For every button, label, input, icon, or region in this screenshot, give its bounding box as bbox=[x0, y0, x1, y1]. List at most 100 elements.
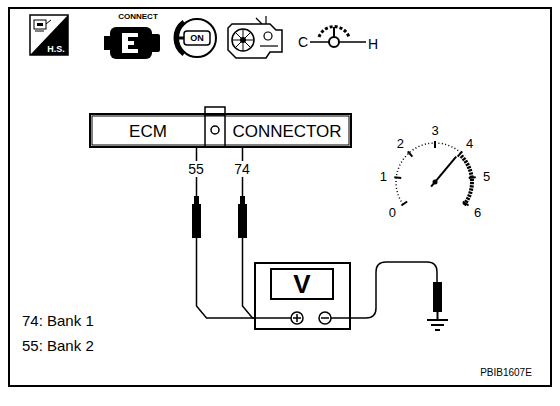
tachometer-part bbox=[396, 174, 398, 175]
ecm-connector-detail-part bbox=[224, 113, 226, 148]
engine-icon-part bbox=[256, 18, 262, 24]
gauge-mark: C bbox=[298, 35, 308, 49]
meter-terminals-part bbox=[296, 314, 298, 322]
tachometer-part bbox=[418, 145, 420, 147]
tachometer-part bbox=[433, 180, 438, 185]
tachometer-part bbox=[398, 197, 400, 199]
engine-icon-part bbox=[265, 16, 266, 24]
tachometer-part bbox=[432, 142, 433, 144]
hs-icon-part bbox=[37, 23, 43, 26]
tachometer-part bbox=[469, 188, 473, 190]
meter-terminals bbox=[254, 312, 331, 324]
tachometer-part bbox=[444, 144, 446, 146]
meter-terminals-part bbox=[254, 317, 291, 319]
bank-note: 55: Bank 2 bbox=[22, 338, 94, 353]
pin-number: 55 bbox=[186, 161, 206, 177]
tachometer-part bbox=[395, 184, 397, 185]
tachometer-part bbox=[470, 185, 474, 187]
tachometer-part bbox=[465, 161, 466, 163]
tachometer-part bbox=[438, 142, 439, 144]
tachometer-part bbox=[399, 164, 401, 166]
tachometer-part bbox=[448, 145, 450, 147]
meter-terminals-part bbox=[319, 312, 331, 324]
tachometer-part bbox=[469, 176, 476, 179]
tach-scale-number: 2 bbox=[397, 137, 404, 150]
tachometer-part bbox=[467, 164, 468, 166]
tach-scale-number: 5 bbox=[483, 169, 490, 182]
tachometer-part bbox=[421, 144, 423, 146]
ground-lead-part bbox=[431, 324, 444, 326]
connector-icon-part bbox=[122, 33, 138, 37]
engine-icon-part bbox=[235, 32, 251, 48]
tachometer-part bbox=[394, 176, 401, 179]
hs-icon-part bbox=[46, 20, 51, 24]
test-probe-part bbox=[192, 204, 201, 238]
hs-icon-part bbox=[30, 15, 68, 55]
icon-caption: H.S. bbox=[47, 45, 65, 54]
tach-scale-number: 4 bbox=[466, 137, 473, 150]
connector-label: CONNECTOR bbox=[232, 122, 341, 139]
hs-icon-part bbox=[30, 15, 68, 55]
test-probe-part bbox=[238, 204, 247, 238]
hs-icon-part bbox=[35, 31, 44, 32]
connector-icon-part bbox=[104, 36, 112, 50]
tachometer-part bbox=[468, 198, 469, 200]
tachometer-part bbox=[470, 182, 474, 184]
frame bbox=[9, 8, 551, 386]
temperature-gauge-icon-part bbox=[310, 41, 329, 43]
engine-icon-part bbox=[235, 32, 251, 48]
ground-lead-part bbox=[331, 262, 437, 318]
icon-caption: CONNECT bbox=[118, 13, 158, 21]
key-position: ON bbox=[190, 34, 204, 43]
tachometer-part bbox=[424, 143, 426, 145]
tachometer-part bbox=[428, 143, 429, 145]
tachometer-part bbox=[467, 195, 472, 197]
tachometer-part bbox=[415, 147, 417, 149]
engine-icon bbox=[228, 16, 282, 58]
temperature-gauge-icon-part bbox=[333, 27, 335, 37]
connector-icon bbox=[104, 27, 160, 59]
tachometer-part bbox=[468, 169, 473, 171]
tachometer-part bbox=[468, 192, 473, 194]
figure-code: PBIB1607E bbox=[480, 368, 532, 378]
hs-icon-part bbox=[34, 20, 46, 29]
tachometer-part bbox=[431, 157, 456, 187]
ecm-connector-detail-part bbox=[211, 126, 219, 134]
tachometer-part bbox=[412, 149, 414, 151]
ignition-key-icon bbox=[176, 19, 216, 57]
ignition-key-icon-part bbox=[178, 37, 184, 40]
tachometer-part bbox=[400, 161, 402, 163]
tachometer-part bbox=[466, 201, 467, 203]
pin-number: 74 bbox=[232, 161, 252, 177]
gauge-mark: H bbox=[368, 37, 378, 51]
tachometer-part bbox=[400, 200, 402, 202]
tachometer-part bbox=[467, 166, 472, 168]
engine-icon-part bbox=[264, 32, 272, 40]
connector-label: ECM bbox=[129, 122, 167, 139]
tachometer-part bbox=[442, 143, 443, 145]
ground-lead-part bbox=[437, 312, 439, 320]
tach-scale-number: 0 bbox=[389, 205, 396, 218]
tachometer-part bbox=[398, 167, 400, 169]
ground-lead-part bbox=[427, 319, 448, 321]
tachometer-part bbox=[458, 151, 463, 156]
test-probe-part bbox=[240, 196, 245, 205]
temperature-gauge-icon-part bbox=[319, 27, 349, 37]
tachometer-part bbox=[454, 147, 456, 149]
temperature-gauge-icon-part bbox=[329, 37, 339, 47]
connector-icon-part bbox=[122, 49, 138, 53]
voltmeter-box: V bbox=[254, 262, 351, 330]
tachometer-part bbox=[396, 190, 398, 192]
connector-icon-part bbox=[110, 27, 152, 59]
tachometer-part bbox=[397, 170, 399, 172]
tachometer-part bbox=[457, 149, 459, 151]
tachometer-part bbox=[395, 181, 397, 182]
meter-display: V bbox=[270, 268, 334, 300]
meter-terminals-part bbox=[291, 312, 303, 324]
ignition-key-icon-part bbox=[176, 22, 184, 54]
temperature-gauge-icon bbox=[310, 27, 366, 47]
bank-note: 74: Bank 1 bbox=[22, 313, 94, 328]
test-probe-part bbox=[194, 196, 199, 205]
test-probe bbox=[192, 196, 247, 238]
